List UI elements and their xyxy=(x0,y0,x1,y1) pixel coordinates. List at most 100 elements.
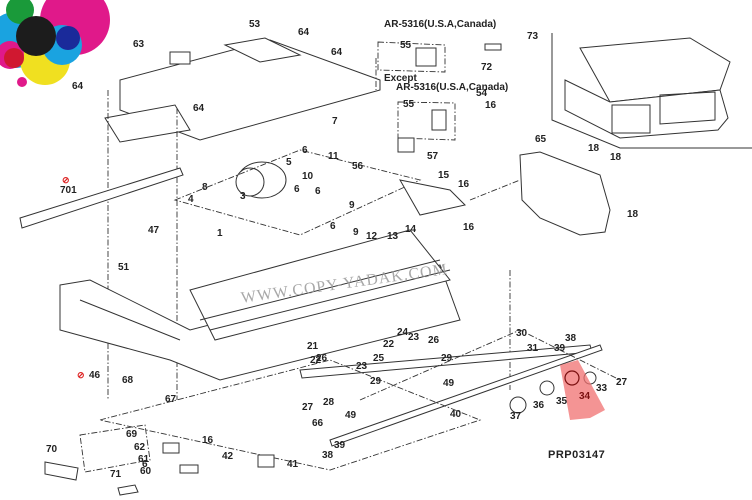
callout-55: 55 xyxy=(403,99,415,110)
callout-27: 27 xyxy=(302,402,314,413)
callout-7: 7 xyxy=(332,116,338,127)
diagram-code: PRP03147 xyxy=(548,449,606,461)
callout-70: 70 xyxy=(46,444,58,455)
callout-16: 16 xyxy=(463,222,475,233)
callout-6: 6 xyxy=(330,221,336,232)
callout-40: 40 xyxy=(450,409,462,420)
callout-53: 53 xyxy=(249,19,261,30)
callout-39: 39 xyxy=(554,343,566,354)
callout-64: 64 xyxy=(298,27,310,38)
callout-16: 16 xyxy=(202,435,214,446)
drive-unit xyxy=(519,151,611,236)
callout-68: 68 xyxy=(122,375,134,386)
variant-heading-a: AR-5316(U.S.A,Canada) xyxy=(384,19,497,30)
callout-47: 47 xyxy=(148,225,160,236)
motor-assembly xyxy=(173,149,422,236)
callout-28: 28 xyxy=(323,397,335,408)
callout-38: 38 xyxy=(565,333,577,344)
callout-16: 16 xyxy=(485,100,497,111)
callout-3: 8 xyxy=(202,182,208,193)
callout-27: 27 xyxy=(616,377,628,388)
callout-37: 37 xyxy=(510,411,522,422)
callout-23: 23 xyxy=(408,332,420,343)
callout-57: 57 xyxy=(427,151,439,162)
callout-60: 60 xyxy=(140,466,152,477)
callout-1: 4 xyxy=(188,194,194,205)
callout-15: 15 xyxy=(438,170,450,181)
highlight-part-34 xyxy=(560,360,605,420)
callout-6: 6 xyxy=(302,145,308,156)
callout-26: 26 xyxy=(428,335,440,346)
callout-10: 10 xyxy=(302,171,314,182)
callout-65: 65 xyxy=(535,134,547,145)
callout-73: 73 xyxy=(527,31,539,42)
callout-9: 9 xyxy=(353,227,359,238)
callout-2: 1 xyxy=(217,228,223,239)
callout-61: 61 xyxy=(138,454,150,465)
main-frame xyxy=(59,179,466,381)
callout-12: 12 xyxy=(366,231,378,242)
callout-34: 34 xyxy=(579,391,591,402)
callout-62: 62 xyxy=(134,442,146,453)
callout-64: 64 xyxy=(72,81,84,92)
callout-9: 9 xyxy=(349,200,355,211)
callout-18: 18 xyxy=(588,143,600,154)
top-cover-part xyxy=(104,37,381,143)
variant-heading-b-line1: Except xyxy=(384,73,417,84)
callout-14: 14 xyxy=(405,224,417,235)
callout-8: 6 xyxy=(294,184,300,195)
callout-46-marker: ⊘ xyxy=(77,370,85,380)
callout-69: 69 xyxy=(126,429,138,440)
callout-31: 31 xyxy=(527,343,539,354)
callout-22: 22 xyxy=(383,339,395,350)
callout-701-marker: ⊘ xyxy=(62,175,70,185)
callout-49: 49 xyxy=(345,410,357,421)
callout-24: 24 xyxy=(397,327,409,338)
callout-46: 46 xyxy=(89,370,101,381)
callout-4: 3 xyxy=(240,191,246,202)
callout-30: 30 xyxy=(516,328,528,339)
callout-72: 72 xyxy=(481,62,493,73)
callout-54: 54 xyxy=(476,88,488,99)
callout-56: 56 xyxy=(352,161,364,172)
callout-64: 64 xyxy=(331,47,343,58)
callout-36: 36 xyxy=(533,400,545,411)
callout-23: 23 xyxy=(356,361,368,372)
callout-26: 26 xyxy=(316,353,328,364)
callout-49: 49 xyxy=(443,378,455,389)
callout-6: 6 xyxy=(142,459,148,470)
callout-29: 29 xyxy=(370,376,382,387)
callout-22: 22 xyxy=(310,355,322,366)
callout-701: 701 xyxy=(60,185,77,196)
callout-67: 67 xyxy=(165,394,177,405)
callout-11: 11 xyxy=(328,151,339,162)
callout-5: 5 xyxy=(286,157,292,168)
callout-41: 41 xyxy=(287,459,299,470)
bar-part-701 xyxy=(19,167,184,229)
callout-25: 25 xyxy=(373,353,385,364)
roller-parts xyxy=(99,329,621,471)
callout-6: 6 xyxy=(315,186,321,197)
callout-51: 51 xyxy=(118,262,130,273)
callout-63: 63 xyxy=(133,39,145,50)
callout-29: 29 xyxy=(441,353,453,364)
callout-18: 18 xyxy=(610,152,622,163)
callout-35: 35 xyxy=(556,396,568,407)
callout-18: 18 xyxy=(627,209,639,220)
cmyk-logo xyxy=(0,0,110,87)
callout-13: 13 xyxy=(387,231,399,242)
copier-inset xyxy=(551,33,752,149)
callout-21: 21 xyxy=(307,341,319,352)
callout-38: 38 xyxy=(322,450,334,461)
callout-64: 64 xyxy=(193,103,205,114)
callout-39: 39 xyxy=(334,440,346,451)
callout-33: 33 xyxy=(596,383,608,394)
callout-55: 55 xyxy=(400,40,412,51)
variant-heading-b-line2: AR-5316(U.S.A,Canada) xyxy=(396,82,509,93)
callout-16: 16 xyxy=(458,179,470,190)
callout-66: 66 xyxy=(312,418,324,429)
callout-42: 42 xyxy=(222,451,234,462)
callout-71: 71 xyxy=(110,469,122,480)
